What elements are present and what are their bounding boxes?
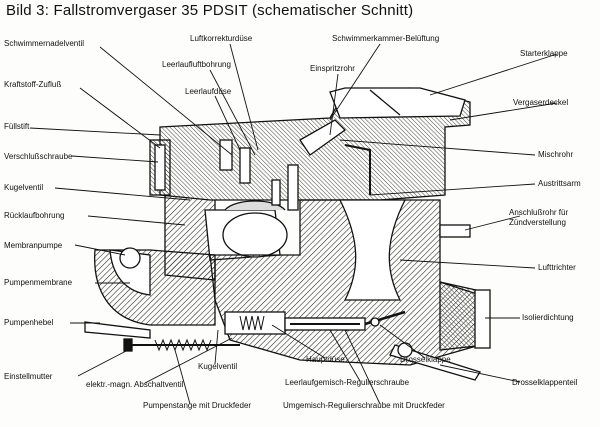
label-verschlussschraube: Verschlußschraube (4, 152, 73, 161)
label-luftkorrekturduese: Luftkorrekturdüse (190, 34, 253, 43)
label-membranpumpe: Membranpumpe (4, 241, 63, 250)
label-isolierdichtung: Isolierdichtung (522, 313, 574, 322)
label-umgemisch: Umgemisch-Regulierschraube mit Druckfede… (283, 401, 445, 410)
label-austrittsarm: Austrittsarm (538, 179, 581, 188)
label-drosselklappe: Drosselklappe (400, 355, 451, 364)
label-anschlussrohr-line2: Zündverstellung (509, 218, 566, 227)
label-abschaltventil: elektr.-magn. Abschaltventil (86, 380, 184, 389)
label-kugelventil-top: Kugelventil (4, 183, 43, 192)
label-lufttrichter: Lufttrichter (538, 263, 576, 272)
label-kraftstoff-zufluss: Kraftstoff-Zufluß (4, 80, 61, 89)
label-pumpenstange: Pumpenstange mit Druckfeder (143, 401, 251, 410)
label-leerlaufduese: Leerlaufdüse (185, 87, 232, 96)
label-drosselklappenteil: Drosselklappenteil (512, 378, 578, 387)
label-einspritzrohr: Einspritzrohr (310, 64, 355, 73)
label-leerlaufluftbohrung: Leerlaufluftbohrung (162, 60, 231, 69)
label-fuellstift: Füllstift (4, 122, 30, 131)
label-vergaserdeckel: Vergaserdeckel (513, 98, 568, 107)
label-ruecklaufbohrung: Rücklaufbohrung (4, 211, 64, 220)
label-leerlaufgemisch: Leerlaufgemisch-Regulierschraube (285, 378, 410, 387)
label-pumpenhebel: Pumpenhebel (4, 318, 54, 327)
label-kugelventil-bottom: Kugelventil (198, 362, 237, 371)
labels: Schwimmernadelventil Kraftstoff-Zufluß F… (4, 34, 581, 410)
leader-lines (29, 43, 558, 405)
label-einstellmutter: Einstellmutter (4, 372, 53, 381)
label-hauptduese: Hauptdüse (306, 355, 345, 364)
label-starterklappe: Starterklappe (520, 49, 568, 58)
label-schwimmerkammer-belueftung: Schwimmerkammer-Belüftung (332, 34, 439, 43)
page-title: Bild 3: Fallstromvergaser 35 PDSIT (sche… (6, 2, 414, 19)
carburetor-body (84, 87, 491, 381)
label-anschlussrohr-line1: Anschlußrohr für (509, 208, 568, 217)
label-schwimmernadelventil: Schwimmernadelventil (4, 39, 84, 48)
label-pumpenmembrane: Pumpenmembrane (4, 278, 73, 287)
label-mischrohr: Mischrohr (538, 150, 573, 159)
